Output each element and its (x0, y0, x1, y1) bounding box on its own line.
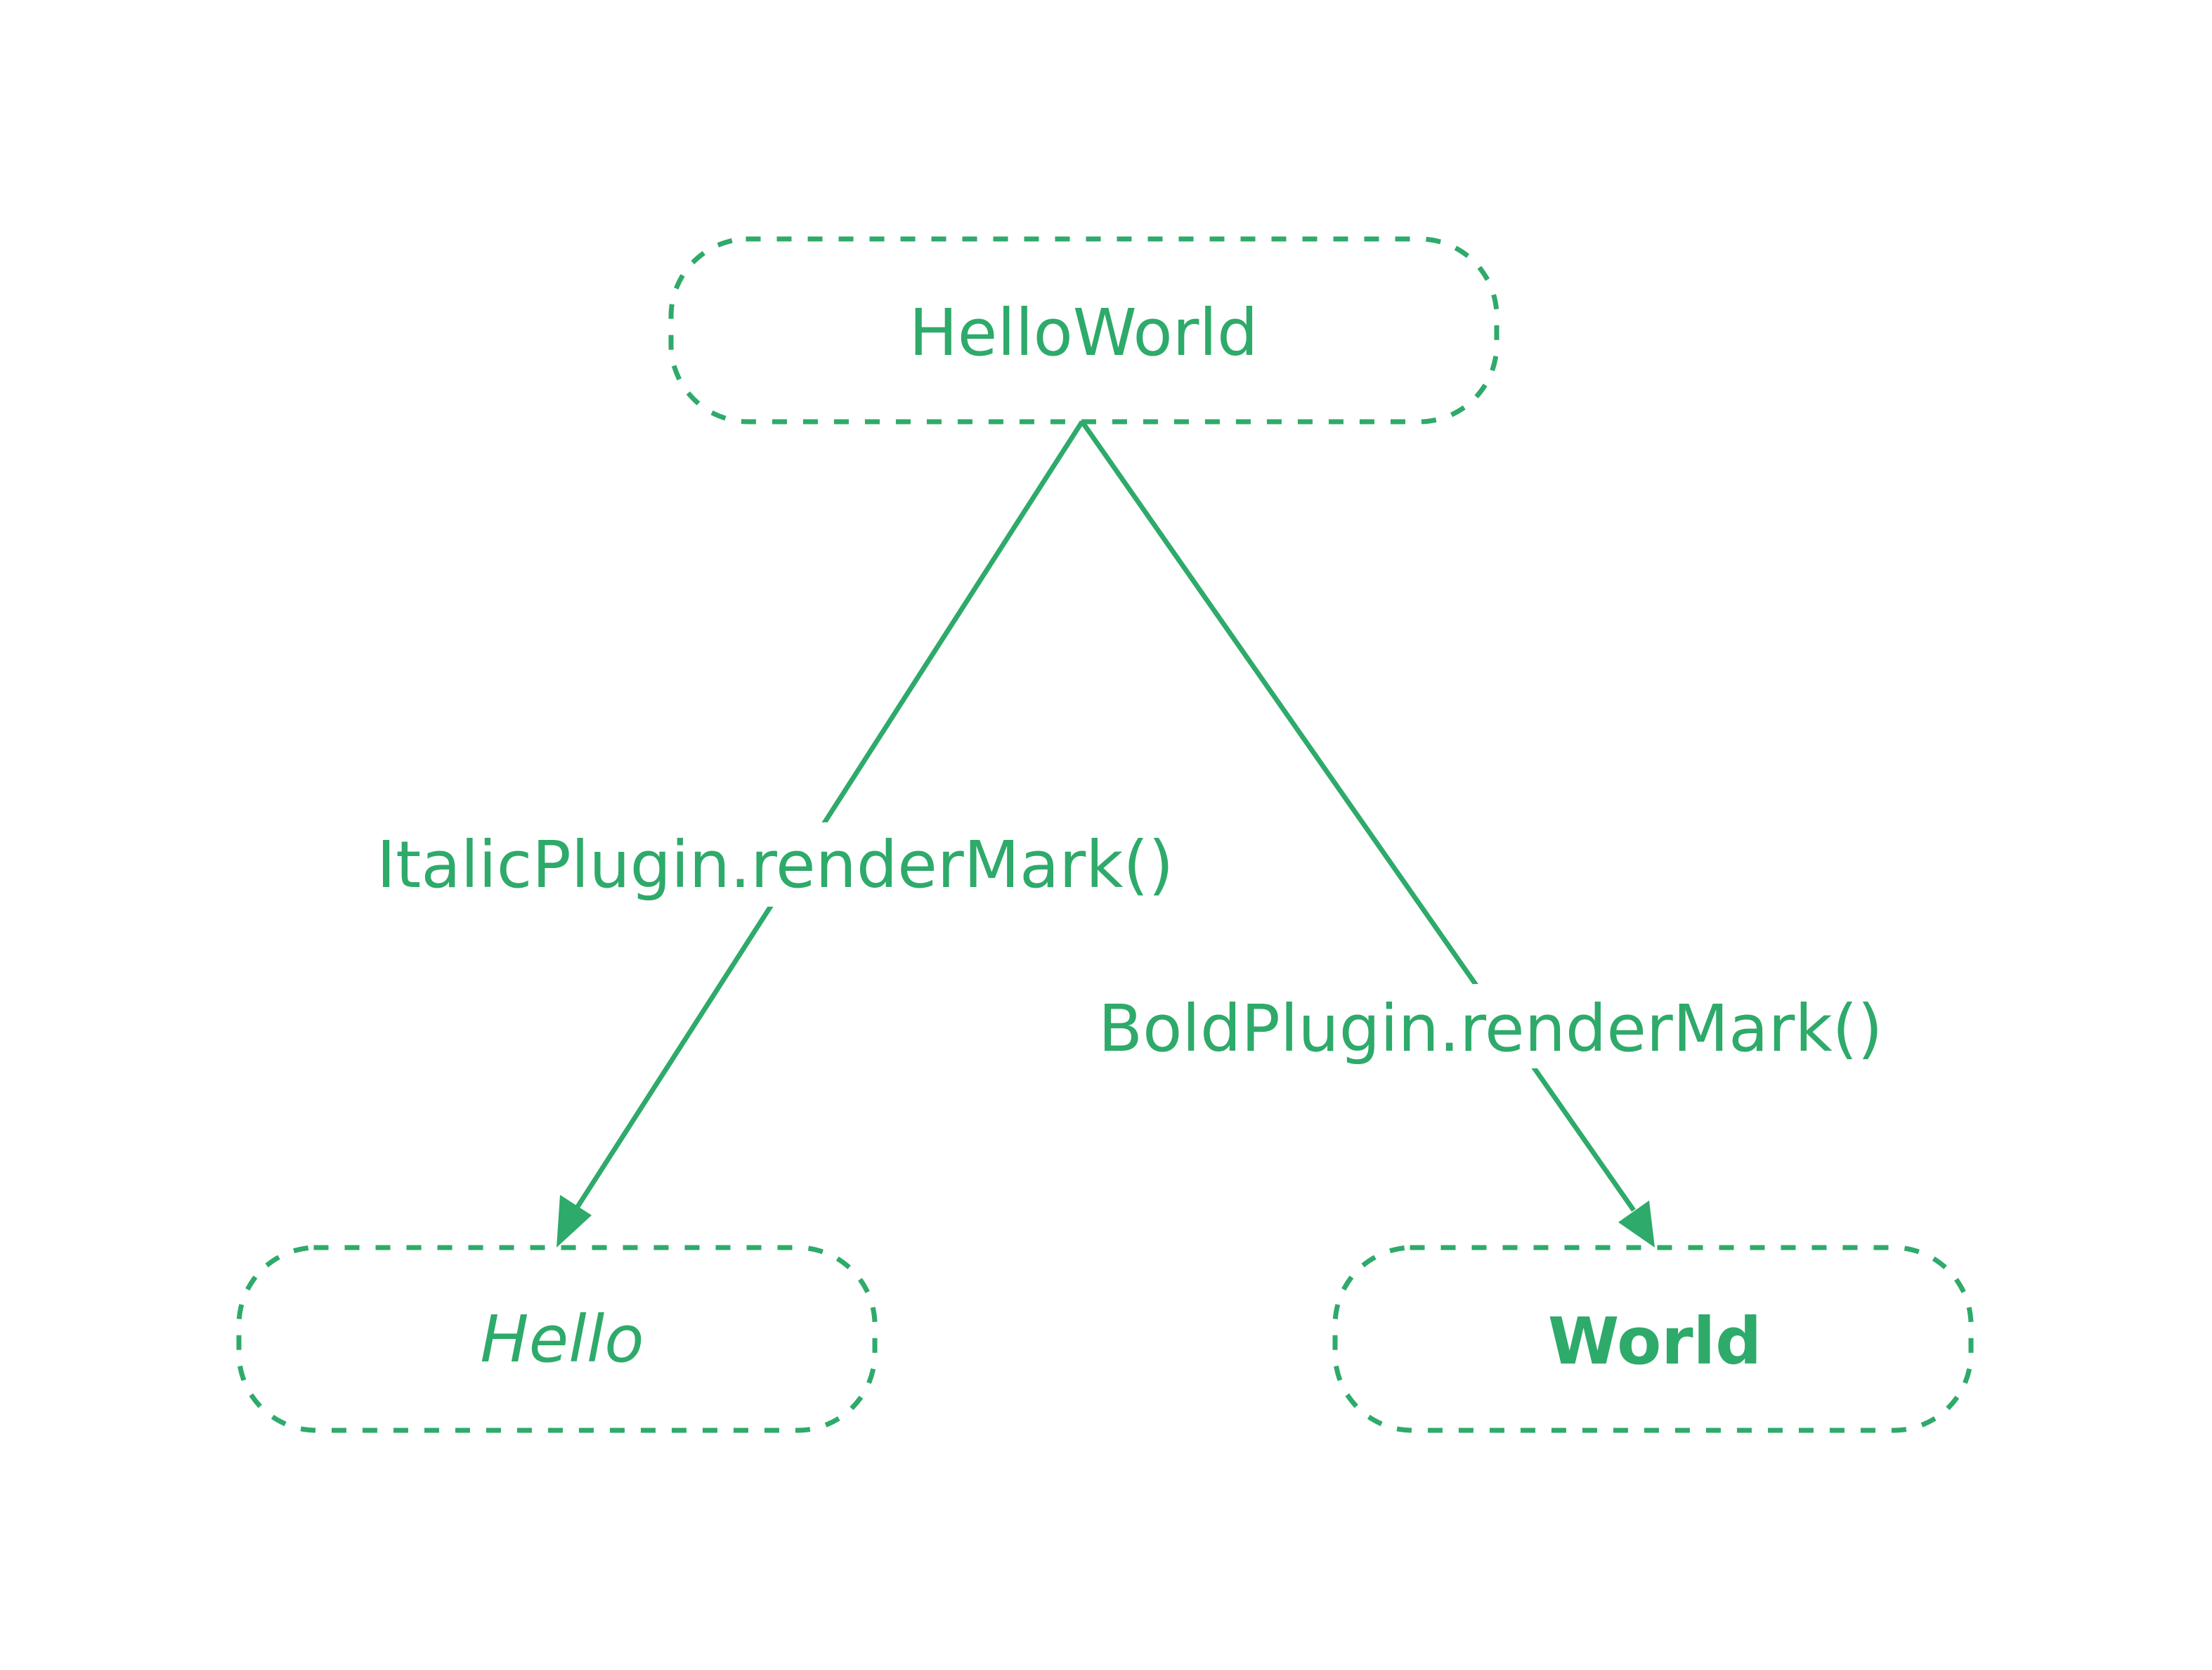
edge-label-italic-plugin: ItalicPlugin.renderMark() (372, 822, 1216, 907)
edge-label-bold-plugin: BoldPlugin.renderMark() (1093, 984, 1922, 1068)
node-label-left: Hello (480, 1302, 644, 1377)
node-label-root: HelloWorld (909, 295, 1258, 370)
edge-root-to-world (1080, 420, 1655, 1248)
node-box-left (236, 1245, 878, 1433)
node-helloworld: HelloWorld (668, 236, 1499, 425)
arrow-head-left (557, 1195, 592, 1248)
node-hello: Hello (236, 1245, 878, 1433)
edge-label-bold-text: BoldPlugin.renderMark() (1098, 991, 1882, 1066)
edge-root-to-hello (557, 420, 1084, 1248)
arrow-head-right (1618, 1200, 1655, 1248)
edge-label-italic-text: ItalicPlugin.renderMark() (377, 827, 1173, 902)
node-box-right (1332, 1245, 1974, 1433)
node-label-right: World (1548, 1304, 1762, 1379)
node-world: World (1332, 1245, 1974, 1433)
edge-line-right (1080, 420, 1636, 1212)
edge-line-left (574, 420, 1084, 1210)
node-box-root (668, 236, 1499, 425)
